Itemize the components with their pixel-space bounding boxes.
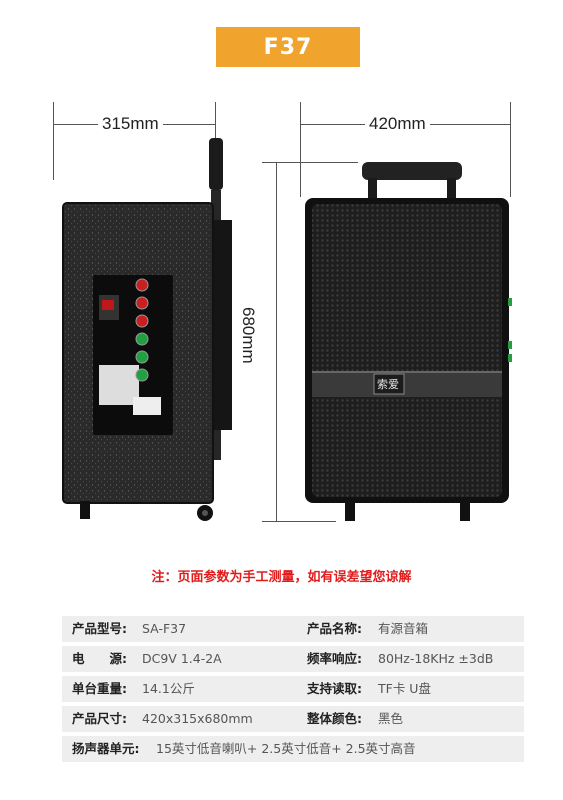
spec-label: 频率响应: [307,651,362,666]
speaker-side-view [62,138,232,521]
spec-label: 扬声器单元: [72,741,140,756]
height-dimension-tick-top [262,162,358,163]
spec-label: 电 源: [72,651,127,666]
spec-value: TF卡 U盘 [378,681,431,696]
spec-value: 420x315x680mm [142,711,253,726]
height-dimension-tick-bottom [262,521,336,522]
width-dimension-label: 315mm [98,114,163,134]
speaker-front-view [305,162,512,521]
height-dimension-label: 680mm [238,303,258,368]
spec-value: 黑色 [378,711,404,726]
spec-label: 产品名称: [307,621,362,636]
spec-value: 15英寸低音喇叭+ 2.5英寸低音+ 2.5英寸高音 [156,741,416,756]
spec-value: 有源音箱 [378,621,429,636]
spec-label: 整体颜色: [307,711,362,726]
front-width-tick-left [300,102,301,197]
spec-row-speaker: 扬声器单元: 15英寸低音喇叭+ 2.5英寸低音+ 2.5英寸高音 [62,736,524,762]
model-title-badge: F37 [216,27,360,67]
measurement-disclaimer: 注：页面参数为手工测量，如有误差望您谅解 [151,570,412,585]
width-dimension-tick-right [215,102,216,138]
spec-label: 产品型号: [72,621,127,636]
spec-value: SA-F37 [142,621,187,636]
front-width-dimension-label: 420mm [365,114,430,134]
spec-row: 单台重量: 14.1公斤 支持读取: TF卡 U盘 [62,676,524,702]
spec-label: 支持读取: [307,681,362,696]
spec-label: 单台重量: [72,681,127,696]
brand-logo: 索爱 [377,378,399,391]
spec-row: 产品型号: SA-F37 产品名称: 有源音箱 [62,616,524,642]
spec-value: DC9V 1.4-2A [142,651,222,666]
spec-value: 80Hz-18KHz ±3dB [378,651,494,666]
spec-row: 电 源: DC9V 1.4-2A 频率响应: 80Hz-18KHz ±3dB [62,646,524,672]
front-width-tick-right [510,102,511,197]
spec-label: 产品尺寸: [72,711,127,726]
spec-row: 产品尺寸: 420x315x680mm 整体颜色: 黑色 [62,706,524,732]
width-dimension-tick-left [53,102,54,180]
spec-value: 14.1公斤 [142,681,195,696]
height-dimension-line [276,162,277,522]
